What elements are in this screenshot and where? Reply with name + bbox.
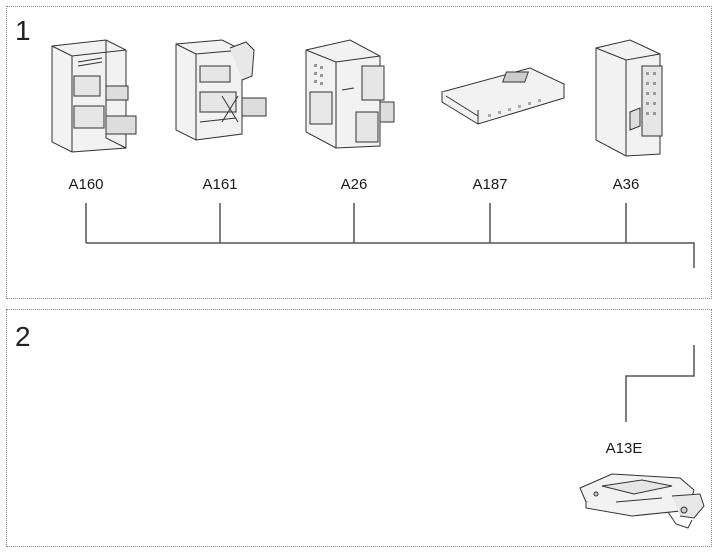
panel-1: 1 <box>6 6 712 299</box>
panel-number-2: 2 <box>15 321 31 352</box>
label-a26: A26 <box>340 176 368 193</box>
module-a160-image <box>51 39 137 153</box>
panel-2: 2 <box>6 309 712 547</box>
label-a161: A161 <box>202 176 238 193</box>
module-a187-image <box>440 67 566 125</box>
module-a26-image <box>305 39 395 149</box>
label-a13e: A13E <box>605 440 643 457</box>
label-a36: A36 <box>612 176 640 193</box>
link-line-a13e <box>625 345 695 422</box>
bus-line <box>86 242 695 268</box>
label-a187: A187 <box>472 176 508 193</box>
module-a161-image <box>175 39 267 141</box>
module-a36-image <box>595 39 663 157</box>
label-a160: A160 <box>68 176 104 193</box>
panel-number-1: 1 <box>15 15 31 46</box>
module-a13e-image <box>579 473 705 529</box>
